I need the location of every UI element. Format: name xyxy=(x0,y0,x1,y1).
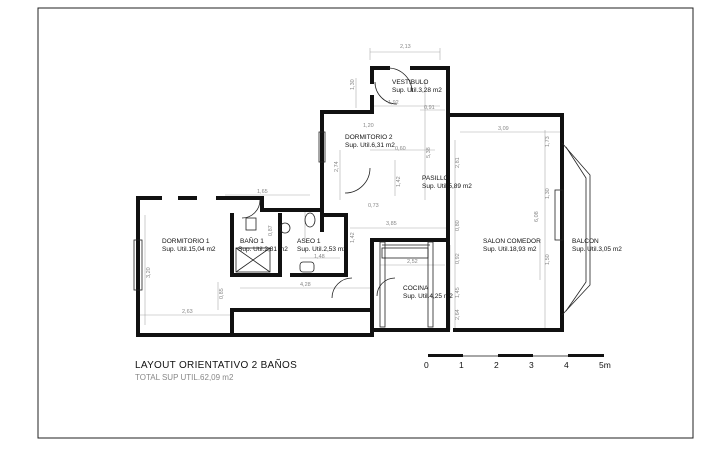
walls xyxy=(136,66,564,337)
dim-label: 2,13 xyxy=(400,44,411,50)
kitchen-counter xyxy=(381,244,430,259)
room-area-dormitorio1: Sup. Util.15,04 m2 xyxy=(162,246,216,253)
dim-label: 2,74 xyxy=(334,161,340,172)
dim-label: 0,60 xyxy=(395,146,406,152)
dimension-labels: 2,13 1,30 1,92 0,91 3,09 1,73 1,20 0,60 … xyxy=(146,44,551,320)
room-name-cocina: COCINA xyxy=(403,285,429,292)
scale-label: 1 xyxy=(459,360,464,370)
room-labels: VESTIBULO Sup. Util.3,28 m2 DORMITORIO 2… xyxy=(162,79,622,300)
dim-label: 0,85 xyxy=(219,288,225,299)
room-area-salon: Sup. Util.18,93 m2 xyxy=(483,246,537,253)
dim-label: 5,38 xyxy=(426,147,432,158)
dim-label: 2,64 xyxy=(455,309,461,320)
scale-label: 2 xyxy=(494,360,499,370)
dim-label: 1,30 xyxy=(545,188,551,199)
dimension-lines xyxy=(140,48,560,330)
room-name-pasillo: PASILLO xyxy=(422,175,449,182)
windows xyxy=(133,131,564,328)
dim-label: 3,09 xyxy=(498,126,509,132)
room-name-vestibulo: VESTIBULO xyxy=(392,79,428,86)
dim-label: 0,91 xyxy=(424,105,435,111)
dim-label: 1,50 xyxy=(545,254,551,265)
scale-label: 3 xyxy=(529,360,534,370)
dim-label: 1,65 xyxy=(257,189,268,195)
scale-labels: 0 1 2 3 4 5m xyxy=(410,350,630,380)
scale-label: 0 xyxy=(424,360,429,370)
dim-label: 0,73 xyxy=(368,203,379,209)
dim-label: 0,80 xyxy=(455,220,461,231)
dim-label: 2,52 xyxy=(407,259,418,265)
drawing-frame xyxy=(37,7,694,439)
dim-label: 1,30 xyxy=(350,79,356,90)
room-name-salon: SALON COMEDOR xyxy=(483,238,541,245)
doors xyxy=(241,67,413,299)
bathroom-fixtures xyxy=(235,212,316,273)
scale-label: 4 xyxy=(564,360,569,370)
room-name-aseo1: ASEO 1 xyxy=(297,238,321,245)
room-area-cocina: Sup. Util.4,25 m2 xyxy=(403,293,453,300)
room-area-vestibulo: Sup. Util.3,28 m2 xyxy=(392,87,442,94)
room-name-dormitorio1: DORMITORIO 1 xyxy=(162,238,210,245)
room-area-pasillo: Sup. Util.5,89 m2 xyxy=(422,183,472,190)
room-name-bano1: BAÑO 1 xyxy=(240,236,264,245)
dim-label: 2,81 xyxy=(455,157,461,168)
dim-label: 3,85 xyxy=(386,221,397,227)
plan-title: LAYOUT ORIENTATIVO 2 BAÑOS xyxy=(135,360,298,371)
room-name-balcon: BALCON xyxy=(572,238,599,245)
room-name-dormitorio2: DORMITORIO 2 xyxy=(345,134,393,141)
dim-label: 1,48 xyxy=(314,254,325,260)
scale-label: 5m xyxy=(599,360,611,370)
room-area-aseo1: Sup. Util.2,53 m2 xyxy=(297,246,347,253)
plan-subtitle: TOTAL SUP UTIL.62,09 m2 xyxy=(135,373,234,382)
dim-label: 1,42 xyxy=(396,176,402,187)
room-area-bano1: Sup. Util.2,81 m2 xyxy=(238,246,288,253)
balcony-bay xyxy=(561,142,591,316)
dim-label: 3,20 xyxy=(146,267,152,278)
dim-label: 1,20 xyxy=(363,123,374,129)
dim-label: 1,92 xyxy=(388,100,399,106)
dim-label: 2,63 xyxy=(182,309,193,315)
dim-label: 4,28 xyxy=(300,282,311,288)
dim-label: 0,92 xyxy=(455,253,461,264)
room-area-balcon: Sup. Util.3,05 m2 xyxy=(572,246,622,253)
room-area-dormitorio2: Sup. Util.6,31 m2 xyxy=(345,142,395,149)
scale-bar xyxy=(428,354,604,357)
dim-label: 6,08 xyxy=(534,211,540,222)
dim-label: 1,45 xyxy=(455,287,461,298)
dim-label: 1,73 xyxy=(545,136,551,147)
dim-label: 1,42 xyxy=(350,232,356,243)
dim-label: 0,87 xyxy=(268,225,274,236)
